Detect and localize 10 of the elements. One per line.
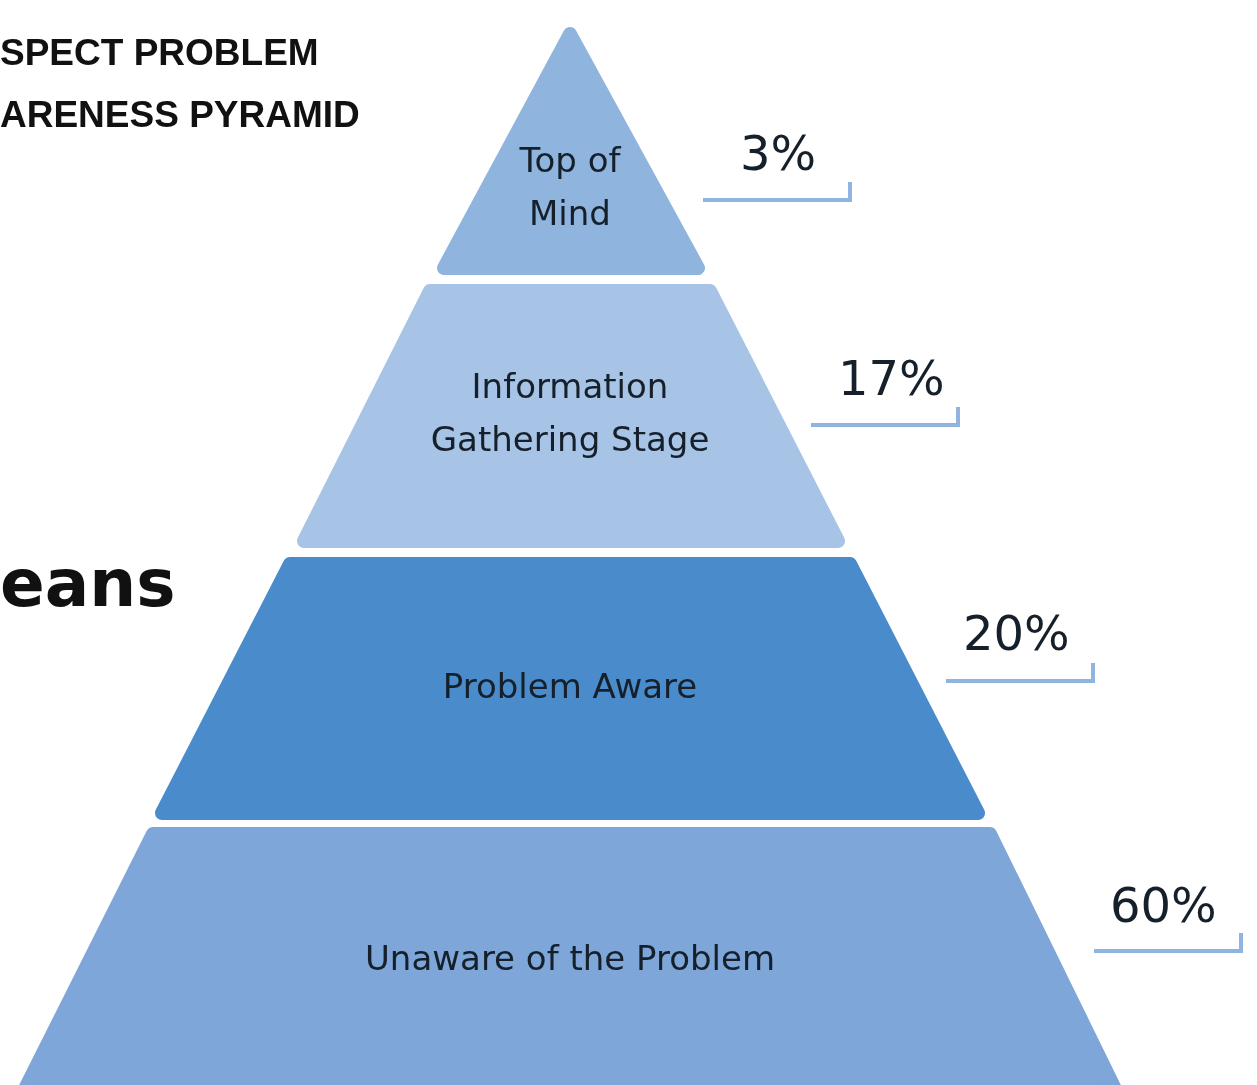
partial-heading: eans: [0, 545, 176, 622]
percentage-label: 3%: [740, 125, 817, 181]
percentage-label: 17%: [838, 350, 945, 406]
percentage-label: 20%: [963, 605, 1070, 661]
title: SPECT PROBLEM ARENESS PYRAMID: [0, 31, 361, 137]
tier-label: Unaware of the Problem: [363, 936, 777, 980]
tier-label: Problem Aware: [441, 664, 699, 708]
percentage-label: 60%: [1110, 877, 1217, 933]
tier-label: Information Gathering Stage: [429, 365, 711, 461]
tier-label: Top of Mind: [518, 139, 622, 235]
